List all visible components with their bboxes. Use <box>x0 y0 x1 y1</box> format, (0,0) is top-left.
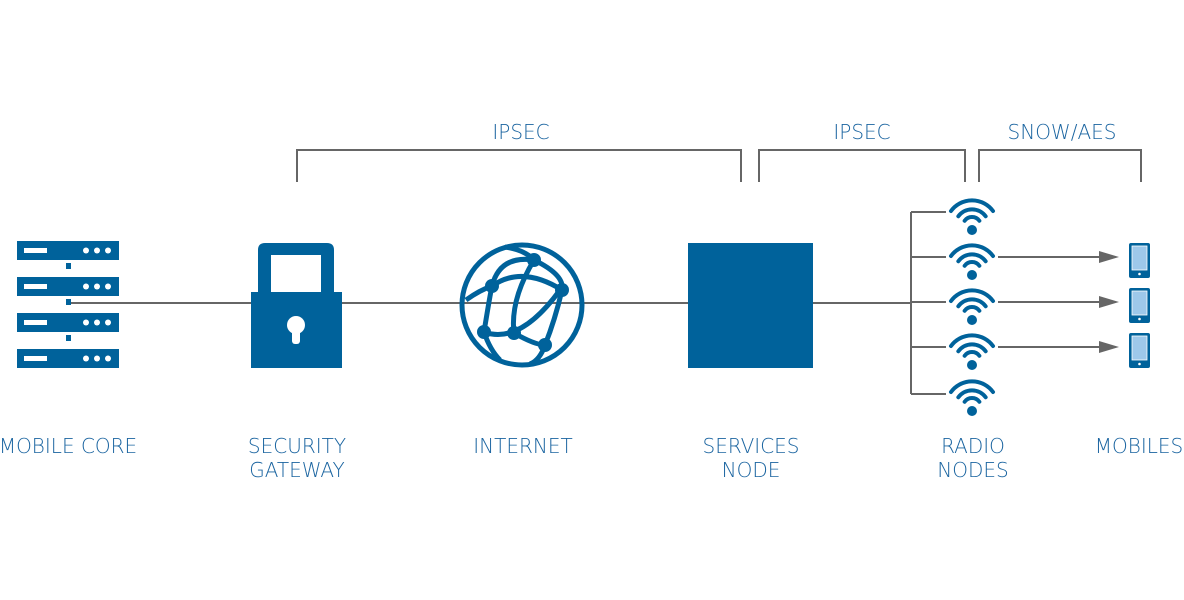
wifi-icon <box>949 379 995 416</box>
wifi-icon <box>949 333 995 370</box>
label-line: RADIO <box>941 434 1005 458</box>
smartphone-icon <box>1129 243 1150 278</box>
label-line: MOBILE CORE <box>0 434 138 458</box>
label-line: INTERNET <box>473 434 573 458</box>
arrow-link <box>998 251 1119 263</box>
label-line: GATEWAY <box>249 458 345 482</box>
server-unit <box>17 349 119 368</box>
bracket-ipsec-1 <box>296 149 742 182</box>
bracket-label: SNOW/AES <box>1007 120 1117 144</box>
node-label-internet: INTERNET <box>473 434 572 458</box>
server-connector <box>66 299 71 305</box>
arrow-link <box>998 341 1119 353</box>
wifi-icon <box>949 198 995 235</box>
radio-branch-lines <box>910 211 946 395</box>
wifi-icon <box>949 243 995 280</box>
bracket-ipsec-2 <box>758 149 966 182</box>
smartphone-icon <box>1129 333 1150 368</box>
label-line: SERVICES <box>702 434 800 458</box>
label-line: MOBILES <box>1094 434 1184 458</box>
node-label-mobiles: MOBILES <box>1095 434 1183 458</box>
server-connector <box>66 335 71 341</box>
wifi-icon <box>949 288 995 325</box>
label-line: NODE <box>721 458 781 482</box>
server-unit <box>17 313 119 332</box>
label-line: SECURITY <box>247 434 347 458</box>
bracket-label: IPSEC <box>492 120 550 144</box>
globe-network-icon <box>459 242 585 368</box>
arrow-link <box>998 296 1119 308</box>
padlock-icon <box>251 243 342 368</box>
server-connector <box>66 263 71 269</box>
server-unit <box>17 241 119 260</box>
label-line: NODES <box>937 458 1009 482</box>
smartphone-icon <box>1129 288 1150 323</box>
server-rack-icon <box>17 241 119 368</box>
server-unit <box>17 277 119 296</box>
square-block-icon <box>688 243 813 368</box>
bracket-snow-aes <box>978 149 1142 182</box>
bracket-label: IPSEC <box>833 120 891 144</box>
node-label-mobile-core: MOBILE CORE <box>0 434 137 458</box>
